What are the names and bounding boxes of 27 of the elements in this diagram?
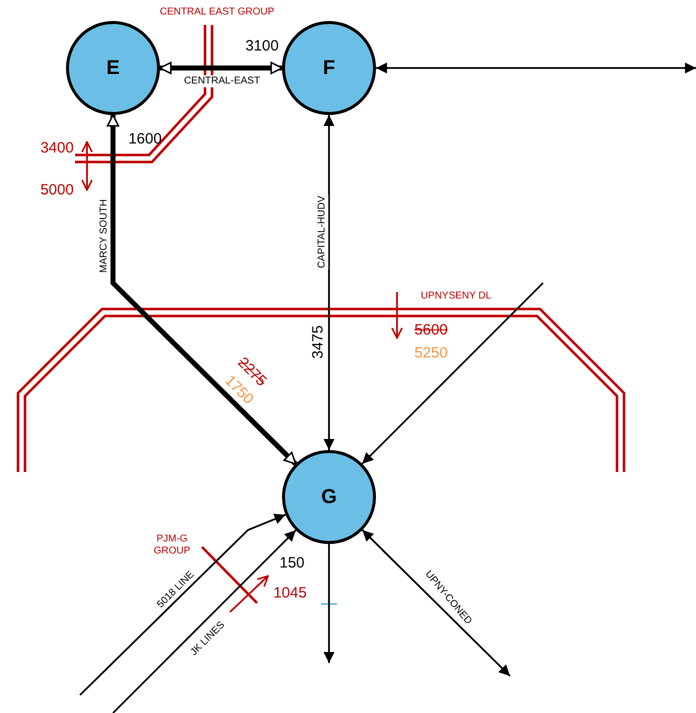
limit-value: 5600 xyxy=(414,321,448,339)
edge-label: CAPITAL-HUDV xyxy=(316,194,328,270)
arrow xyxy=(106,114,298,466)
arrow xyxy=(79,514,286,696)
limit-value: 5000 xyxy=(40,181,74,199)
arrow xyxy=(159,62,283,74)
group-label: CENTRAL EAST GROUP xyxy=(160,6,274,18)
limit-value: 150 xyxy=(279,554,305,572)
arrow xyxy=(324,544,334,663)
zone-circle: E xyxy=(66,21,160,115)
limit-value: 1600 xyxy=(128,130,162,148)
limit-value: 3400 xyxy=(40,139,74,157)
limit-value: 1045 xyxy=(273,584,307,602)
limit-value: 5250 xyxy=(414,344,448,362)
zone-circle: F xyxy=(282,21,376,115)
limit-value: 3100 xyxy=(245,37,279,55)
arrow xyxy=(362,282,544,464)
arrow xyxy=(324,115,334,450)
zone-circle: G xyxy=(282,450,376,544)
arrow xyxy=(376,62,696,74)
group-label: PJM-G GROUP xyxy=(152,534,192,556)
limit-value: 3475 xyxy=(309,325,327,359)
arrow xyxy=(362,529,511,677)
group-label: UPNYSENY DL xyxy=(420,290,492,302)
arrow xyxy=(112,530,296,713)
edge-label: MARCY SOUTH xyxy=(98,198,110,274)
edge-label: CENTRAL-EAST xyxy=(182,75,262,87)
